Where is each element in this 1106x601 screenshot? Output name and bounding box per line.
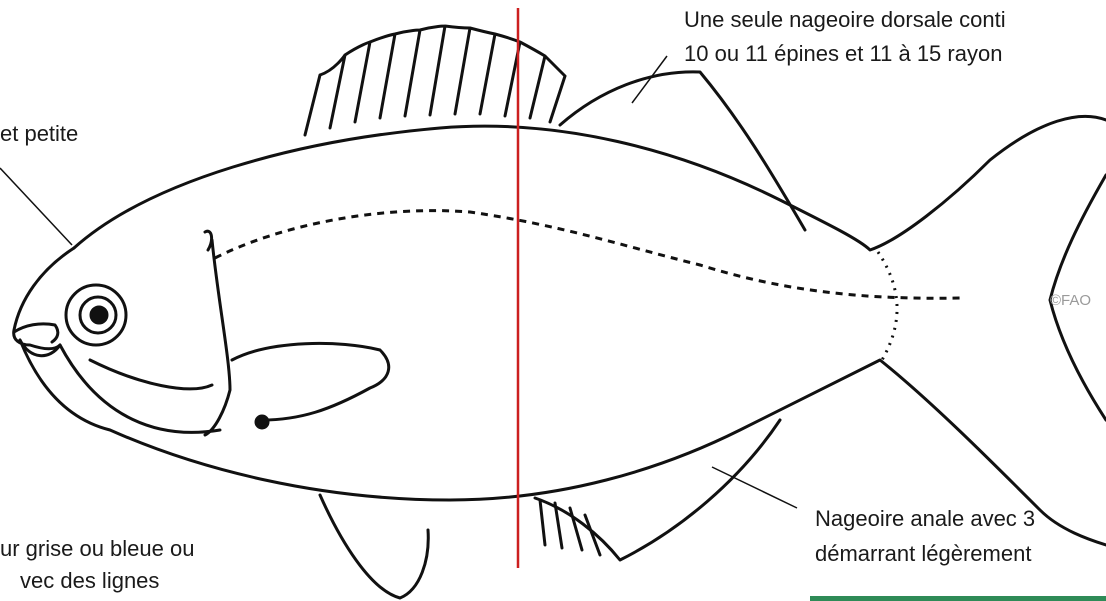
copyright-notice: ©FAO: [1050, 292, 1091, 309]
anal-fin: [535, 420, 780, 560]
anal-spines: [540, 500, 600, 555]
vent-dot: [256, 416, 268, 428]
cheek: [90, 360, 212, 389]
eye-inner: [91, 307, 107, 323]
label-dorsal-line2: 10 ou 11 épines et 11 à 15 rayon: [684, 40, 1002, 68]
label-anal-line2: démarrant légèrement: [815, 540, 1031, 568]
pelvic-fin: [320, 495, 428, 598]
label-mouth: et petite: [0, 120, 78, 148]
dorsal-spines: [305, 26, 565, 135]
dorsal-soft-fin: [560, 72, 805, 230]
lateral-line: [215, 211, 960, 299]
gill-cover: [205, 231, 230, 435]
head-outline: [14, 248, 74, 356]
accent-bar: [810, 596, 1106, 601]
fish-body-outline: [74, 116, 1106, 250]
label-color-line2: vec des lignes: [20, 567, 159, 595]
leader-mouth: [0, 168, 72, 245]
label-dorsal-line1: Une seule nageoire dorsale conti: [684, 6, 1006, 34]
caudal-boundary: [878, 252, 897, 360]
label-color-line1: ur grise ou bleue ou: [0, 535, 194, 563]
label-anal-line1: Nageoire anale avec 3: [815, 505, 1035, 533]
pectoral-fin: [232, 343, 389, 420]
